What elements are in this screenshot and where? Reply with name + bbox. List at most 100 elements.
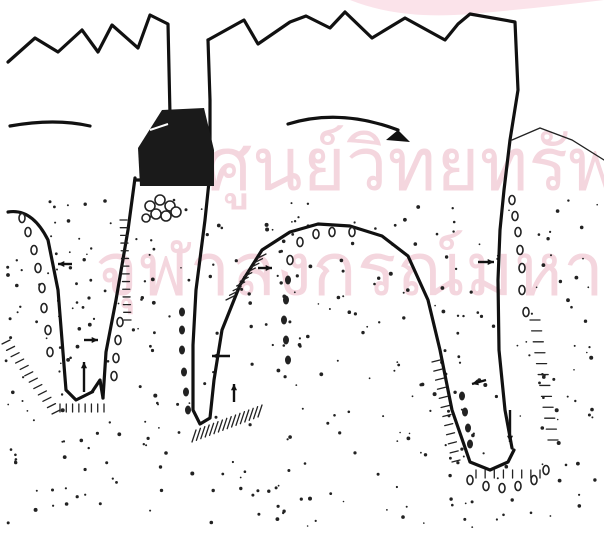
bone-dot: [546, 237, 549, 240]
bone-dot: [7, 521, 10, 524]
bone-dot: [300, 498, 303, 501]
osteoclast-cell: [281, 316, 287, 325]
bone-dot: [21, 269, 23, 271]
bone-dot: [151, 349, 154, 352]
bone-dot: [403, 292, 405, 294]
bone-dot: [584, 320, 587, 323]
bone-dot: [326, 422, 329, 425]
bone-dot: [168, 315, 170, 317]
bone-dot: [84, 468, 87, 471]
bone-dot: [47, 272, 49, 274]
bone-dot: [351, 242, 354, 245]
osteoclast-cell: [465, 424, 471, 433]
bone-dot: [531, 313, 533, 315]
bone-dot: [104, 290, 107, 293]
bone-dot: [471, 526, 473, 528]
bone-dot: [457, 355, 460, 358]
bone-dot: [295, 384, 297, 386]
bone-dot: [455, 268, 457, 270]
pdl-fibre: [201, 427, 205, 439]
bone-dot: [448, 474, 451, 477]
bone-dot: [87, 296, 90, 299]
bone-dot: [217, 224, 221, 228]
bone-dot: [502, 514, 505, 517]
bone-dot: [566, 298, 570, 302]
bone-dot: [434, 305, 436, 307]
pdl-fibre: [218, 420, 222, 432]
bone-dot: [46, 337, 48, 339]
bone-dot: [536, 287, 538, 289]
bone-dot: [302, 408, 304, 410]
bone-dot: [210, 521, 214, 525]
bone-dot: [447, 410, 450, 413]
bone-dot: [315, 520, 317, 522]
bone-dot: [190, 472, 194, 476]
bone-dot: [309, 265, 313, 269]
osteoclast-cell: [179, 346, 185, 355]
bone-dot: [288, 435, 292, 439]
bone-dot: [460, 448, 463, 451]
bone-dot: [63, 455, 67, 459]
bone-dot: [457, 315, 459, 317]
osteoblast-cell: [113, 354, 119, 363]
bone-dot: [557, 441, 561, 445]
bone-dot: [578, 504, 582, 508]
bone-dot: [265, 223, 269, 227]
osteoblast-cell: [287, 256, 293, 265]
bone-dot: [280, 281, 283, 284]
pdl-fibre: [258, 405, 262, 417]
bone-dot: [452, 207, 454, 209]
bone-dot: [189, 402, 191, 404]
osteoclast-cell: [179, 326, 185, 335]
bone-dot: [221, 227, 224, 230]
bone-dot: [308, 497, 312, 501]
bone-dot: [291, 233, 294, 236]
bone-dot: [587, 286, 589, 288]
pdl-fibre: [447, 433, 455, 435]
bone-dot: [294, 220, 296, 222]
bone-dot: [288, 320, 291, 323]
bone-dot: [342, 295, 344, 297]
bone-dot: [280, 250, 283, 253]
bone-dot: [452, 230, 454, 232]
bone-dot: [555, 408, 559, 412]
bone-dot: [201, 208, 203, 210]
bone-dot: [471, 434, 475, 438]
bone-dot: [84, 494, 86, 496]
bone-dot: [54, 222, 56, 224]
bone-dot: [36, 490, 38, 492]
bone-dot: [574, 400, 576, 402]
bone-dot: [69, 266, 72, 269]
osteoblast-cell: [35, 264, 41, 273]
bone-dot: [140, 298, 143, 301]
bone-dot: [248, 292, 251, 295]
bone-dot: [153, 248, 156, 251]
bone-dot: [153, 331, 156, 334]
bone-dot: [559, 280, 562, 283]
bone-dot: [497, 477, 499, 479]
bone-dot: [576, 462, 580, 466]
pdl-fibre: [227, 417, 231, 429]
bone-dot: [55, 252, 58, 255]
bone-dot: [185, 208, 188, 211]
bone-dot: [135, 238, 137, 240]
bone-dot: [337, 360, 339, 362]
bone-dot: [76, 345, 80, 349]
bone-dot: [152, 301, 156, 305]
bone-dot: [291, 202, 293, 204]
pdl-fibre: [214, 422, 218, 434]
bone-dot: [6, 266, 9, 269]
bone-dot: [277, 275, 279, 277]
bone-dot: [574, 345, 576, 347]
bone-dot: [232, 461, 234, 463]
bone-dot: [144, 421, 146, 423]
bone-dot: [137, 328, 139, 330]
bone-dot: [456, 332, 459, 335]
bone-dot: [416, 205, 420, 209]
bone-dot: [157, 403, 159, 405]
bone-dot: [53, 206, 56, 209]
watermark-line-2: จุฬาลงกรณ์มหาวิทยาลัย: [95, 227, 604, 315]
osteoblast-cell: [523, 308, 529, 317]
bone-dot: [49, 200, 52, 203]
